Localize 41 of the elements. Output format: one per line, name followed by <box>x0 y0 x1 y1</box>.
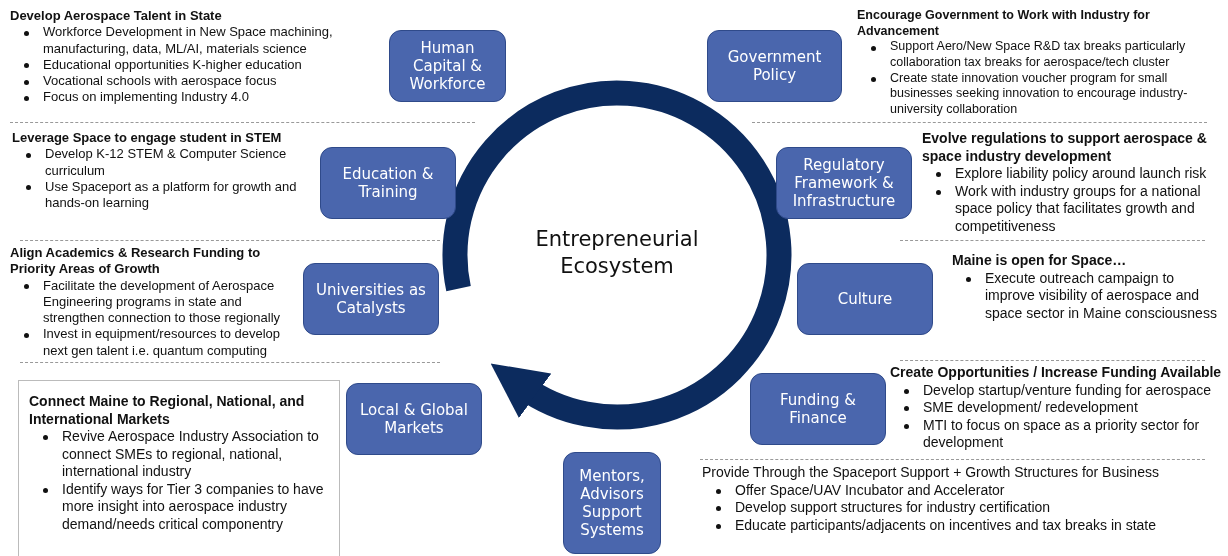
bullet-text: SME development/ redevelopment <box>923 399 1139 417</box>
section-heading: Develop Aerospace Talent in State <box>10 8 223 25</box>
bullet-text: Focus on implementing Industry 4.0 <box>43 89 250 106</box>
bullet-text: Educate participants/adjacents on incentives and tax breaks in state <box>735 516 1158 534</box>
bullet-text: Execute outreach campaign to improve visibility of aerospace and space sector in Maine consciousness <box>985 269 1218 322</box>
bullet-text: Work with industry groups for a national space policy that facilitates growth and competitiveness <box>955 182 1202 235</box>
section-heading: Create Opportunities / Increase Funding Available <box>890 364 1223 382</box>
category-box: Education & Training <box>320 147 456 219</box>
category-box: Universities as Catalysts <box>303 263 439 335</box>
center-title: Entrepreneurial Ecosystem <box>534 226 700 281</box>
category-box: Government Policy <box>707 30 842 102</box>
bullet-text: Vocational schools with aerospace focus <box>43 73 278 90</box>
bullet-text: Identify ways for Tier 3 companies to have more insight into aerospace industry demand/needs critical componentry <box>62 480 325 533</box>
bullet-text: Create state innovation voucher program for small businesses seeking innovation to encourage industry-university collaboration <box>890 70 1189 118</box>
bullet-text: Offer Space/UAV Incubator and Accelerator <box>735 481 1006 499</box>
section-heading: Leverage Space to engage student in STEM <box>12 130 283 147</box>
category-box: Mentors, Advisors Support Systems <box>563 452 661 554</box>
panel-heading: Connect Maine to Regional, National, and International Markets <box>29 393 306 428</box>
category-box: Culture <box>797 263 933 335</box>
bullet-text: Explore liability policy around launch risk <box>955 165 1208 183</box>
bullet-text: Support Aero/New Space R&D tax breaks particularly collaboration tax breaks for aerospace/tech cluster <box>890 39 1187 71</box>
bullet-text: MTI to focus on space as a priority sector for development <box>923 416 1201 452</box>
text-panel <box>18 380 340 556</box>
category-box: Human Capital & Workforce <box>389 30 506 102</box>
category-box: Local & Global Markets <box>346 383 482 455</box>
category-box: Regulatory Framework & Infrastructure <box>776 147 912 219</box>
section-heading: Encourage Government to Work with Industry for Advancement <box>857 8 1151 40</box>
bullet-text: Develop support structures for industry certification <box>735 499 1052 517</box>
category-box: Funding & Finance <box>750 373 886 445</box>
section-heading: Evolve regulations to support aerospace & space industry development <box>922 130 1208 165</box>
bullet-text: Develop K-12 STEM & Computer Science curriculum <box>45 146 288 179</box>
bullet-text: Invest in equipment/resources to develop next gen talent i.e. quantum computing <box>43 326 282 359</box>
bullet-text: Use Spaceport as a platform for growth and hands-on learning <box>45 178 298 212</box>
bullet-text: Develop startup/venture funding for aerospace <box>923 381 1212 399</box>
bullet-text: Educational opportunities K-higher education <box>43 56 303 73</box>
bullet-text: Facilitate the development of Aerospace Engineering programs in state and strengthen connection to those regionally <box>43 277 282 327</box>
section-heading: Align Academics & Research Funding to Priority Areas of Growth <box>10 245 262 278</box>
section-heading: Maine is open for Space… <box>952 252 1128 270</box>
section-heading: Provide Through the Spaceport Support + Growth Structures for Business <box>702 464 1160 482</box>
bullet-text: Revive Aerospace Industry Association to connect SMEs to regional, national, international industry <box>62 428 320 481</box>
bullet-text: Workforce Development in New Space machining, manufacturing, data, ML/AI, materials science <box>43 24 334 57</box>
